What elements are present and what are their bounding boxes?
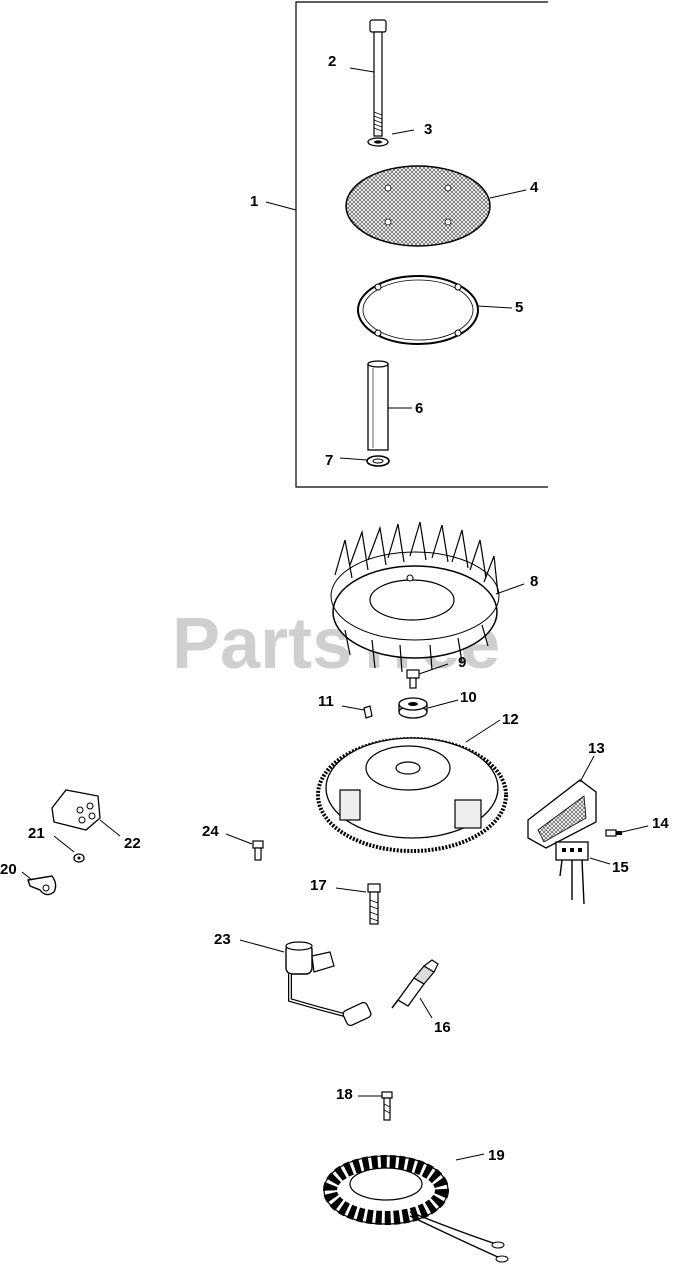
callout-9: 9 — [458, 654, 466, 671]
callout-23: 23 — [214, 931, 231, 948]
callout-19: 19 — [488, 1147, 505, 1164]
callout-17: 17 — [310, 877, 327, 894]
part-fan-8[interactable] — [330, 521, 500, 673]
part-screen-4[interactable] — [345, 165, 491, 247]
part-bolt-2[interactable] — [369, 19, 387, 137]
callout-15: 15 — [612, 859, 629, 876]
part-stator-19[interactable] — [323, 1155, 509, 1263]
callout-24: 24 — [202, 823, 219, 840]
part-tube-6[interactable] — [367, 360, 389, 451]
callout-10: 10 — [460, 689, 477, 706]
callout-11: 11 — [318, 693, 334, 710]
part-clip-20[interactable] — [27, 875, 57, 896]
part-bolt-17[interactable] — [367, 883, 381, 925]
callout-18: 18 — [336, 1086, 353, 1103]
callout-13: 13 — [588, 740, 605, 757]
callout-7: 7 — [325, 452, 333, 469]
callout-1: 1 — [250, 193, 258, 210]
group-bracket — [295, 1, 548, 488]
part-washer-3[interactable] — [367, 137, 389, 147]
part-ignition-module-23[interactable] — [285, 941, 372, 1027]
callout-16: 16 — [434, 1019, 451, 1036]
part-flywheel-12[interactable] — [316, 737, 508, 853]
callout-2: 2 — [328, 53, 336, 70]
callout-3: 3 — [424, 121, 432, 138]
part-key-11[interactable] — [363, 705, 373, 719]
part-ring-5[interactable] — [357, 275, 479, 345]
callout-22: 22 — [124, 835, 141, 852]
part-spacer-10[interactable] — [398, 697, 428, 719]
callout-20: 20 — [0, 861, 17, 878]
callout-14: 14 — [652, 815, 669, 832]
part-washer-7[interactable] — [366, 455, 390, 467]
callout-4: 4 — [530, 179, 539, 196]
part-nut-21[interactable] — [73, 853, 85, 863]
part-regulator-13[interactable] — [527, 779, 597, 849]
callout-6: 6 — [415, 400, 423, 417]
callout-8: 8 — [530, 573, 538, 590]
part-spark-plug-16[interactable] — [391, 959, 439, 1009]
part-screw-14[interactable] — [605, 829, 622, 837]
part-terminal-22[interactable] — [51, 789, 101, 831]
part-connector-15[interactable] — [555, 841, 589, 905]
part-screw-18[interactable] — [381, 1091, 393, 1121]
callout-12: 12 — [502, 711, 519, 728]
callout-21: 21 — [28, 825, 45, 842]
leader-lines — [21, 67, 649, 1161]
part-screw-24[interactable] — [252, 840, 264, 861]
callout-5: 5 — [515, 299, 523, 316]
